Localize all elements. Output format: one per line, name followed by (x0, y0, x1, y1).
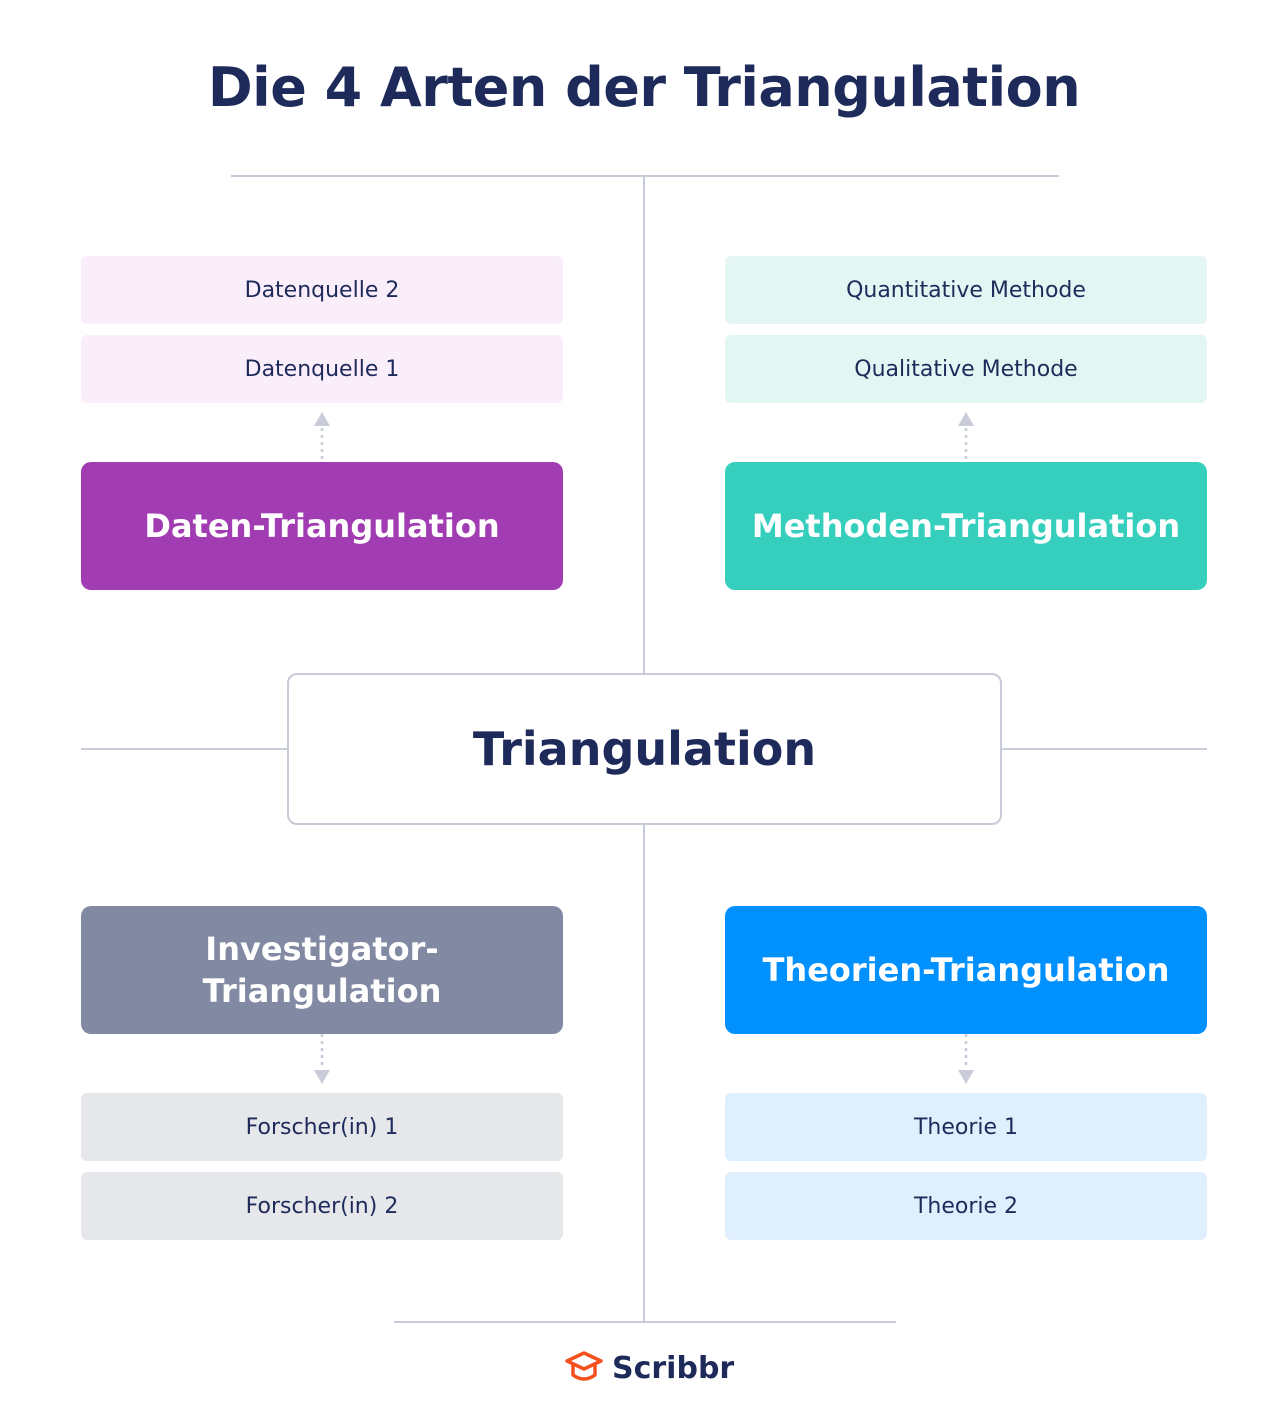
left-center-line (81, 748, 287, 750)
graduation-cap-icon (565, 1351, 603, 1381)
daten-item-1: Datenquelle 1 (81, 335, 563, 403)
theorien-item-1: Theorie 1 (725, 1093, 1207, 1161)
arrow-up-icon (958, 412, 974, 462)
methoden-item-quantitative: Quantitative Methode (725, 256, 1207, 324)
arrow-up-icon (314, 412, 330, 462)
theorien-item-2: Theorie 2 (725, 1172, 1207, 1240)
lower-center-line (643, 825, 645, 1322)
investigator-triangulation-box: Investigator- Triangulation (81, 906, 563, 1034)
methoden-triangulation-box: Methoden-Triangulation (725, 462, 1207, 590)
theorien-triangulation-box: Theorien-Triangulation (725, 906, 1207, 1034)
arrow-down-icon (314, 1034, 330, 1084)
triangulation-center-box: Triangulation (287, 673, 1002, 825)
bottom-divider-line (394, 1321, 896, 1323)
methoden-item-qualitative: Qualitative Methode (725, 335, 1207, 403)
investigator-item-2: Forscher(in) 2 (81, 1172, 563, 1240)
right-center-line (1002, 748, 1207, 750)
daten-triangulation-box: Daten-Triangulation (81, 462, 563, 590)
daten-item-2: Datenquelle 2 (81, 256, 563, 324)
page-title: Die 4 Arten der Triangulation (207, 56, 1081, 119)
scribbr-logo: Scribbr (564, 1346, 734, 1390)
brand-name: Scribbr (612, 1350, 735, 1386)
upper-center-line (643, 175, 645, 673)
investigator-item-1: Forscher(in) 1 (81, 1093, 563, 1161)
arrow-down-icon (958, 1034, 974, 1084)
top-divider-line (231, 175, 1059, 177)
